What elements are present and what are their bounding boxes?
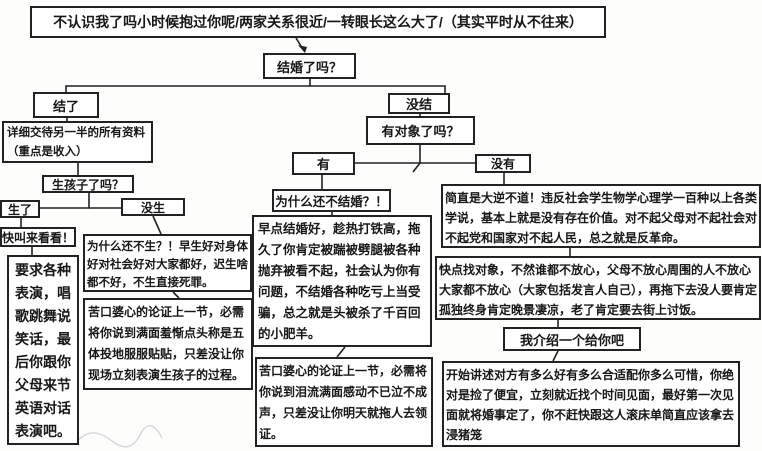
- node-outrage: 简直是大逆不道！违反社会学生物学心理学一百种以上各类学说，基本上就是没有存在价值…: [441, 184, 761, 248]
- node-find-partner: 快点找对象，不然谁都不放心，父母不放心周围的人不放心大家都不放心（大家包括发言人…: [435, 256, 761, 320]
- node-question-married: 结婚了吗？: [263, 53, 356, 79]
- node-why-no-kids: 为什么还不生？！早生好对身体好对社会好对大家都好，迟生啥都不好，不生直接死罪。: [83, 234, 252, 292]
- node-describe-match: 开始讲述对方有多么好有多么合适配你多么可惜，你绝对是捡了便宜，立刻就近找个时间见…: [442, 361, 740, 447]
- node-question-kids: 生孩子了吗？: [42, 175, 134, 193]
- node-partner-yes: 有: [292, 152, 355, 175]
- node-perform-demand: 要求各种表演，唱歌跳舞说笑话，最后你跟你父母来节英语对话表演吧。: [7, 255, 79, 445]
- node-why-not-marry: 为什么还不结婚？！: [272, 189, 391, 212]
- node-call-to-show: 快叫来看看！: [0, 227, 76, 247]
- node-partner-no: 没有: [475, 154, 531, 173]
- node-kids-yes: 生了: [0, 200, 40, 218]
- node-marry-soon: 早点结婚好，趁热打铁高，拖久了你肯定被踹被劈腿被各种抛弃被看不起，社会认为你有问…: [252, 215, 432, 347]
- node-not-married: 没结: [388, 93, 450, 114]
- node-kids-no: 没生: [121, 198, 185, 216]
- node-persuade-marry: 苦口婆心的论证上一节，必需将你说到泪流满面感动不已泣不成声，只差没让你明天就拖人…: [255, 357, 433, 447]
- node-introduce: 我介绍一个给你吧: [503, 327, 641, 351]
- node-partner-info: 详细交待另一半的所有资料（重点是收入）: [2, 121, 153, 163]
- node-title: 不认识我了吗小时候抱过你呢/两家关系很近/一转眼长这么大了/（其实平时从不往来）: [30, 6, 606, 38]
- node-persuade-kids: 苦口婆心的论证上一节，必需将你说到满面羞惭点头称是五体投地服服贴贴，只差没让你现…: [83, 298, 253, 390]
- arrowhead: [298, 45, 307, 53]
- node-question-partner: 有对象了吗？: [366, 116, 475, 145]
- node-married-yes: 结了: [33, 92, 99, 118]
